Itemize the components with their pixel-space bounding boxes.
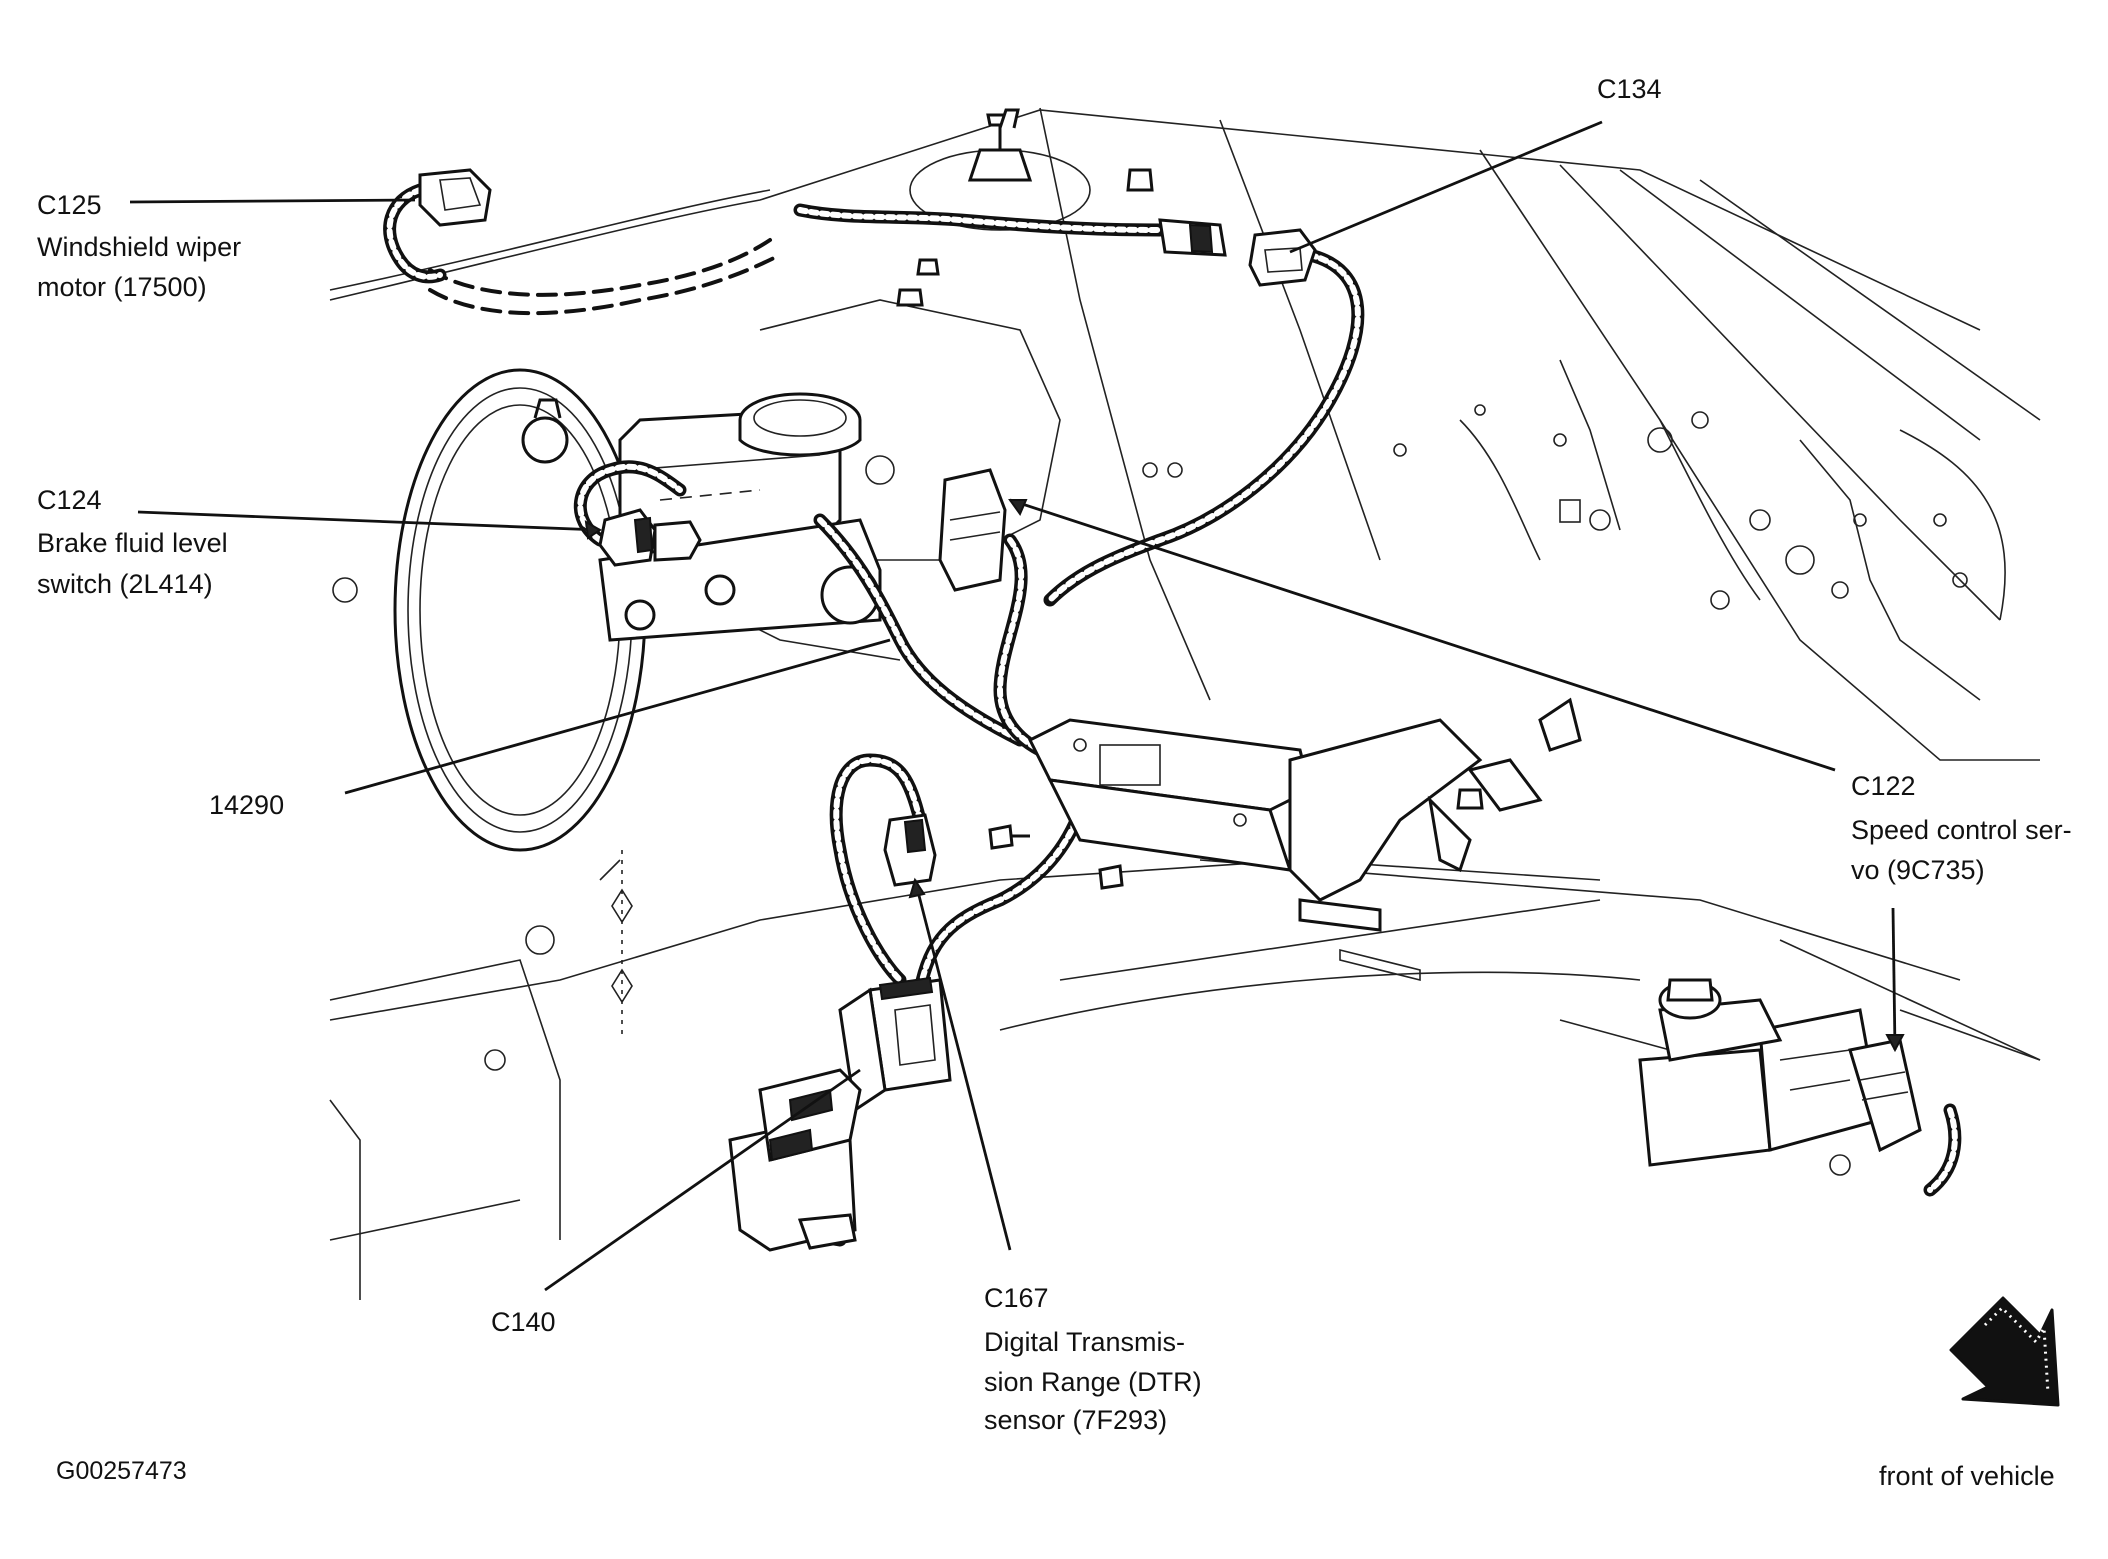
callout-c167-line1: Digital Transmis- xyxy=(984,1327,1186,1357)
callout-c122-code: C122 xyxy=(1851,771,1916,801)
connector-c134 xyxy=(1158,218,1317,287)
figure-id: G00257473 xyxy=(56,1457,187,1485)
callout-c124-code: C124 xyxy=(37,485,102,515)
callout-c167-line3: sensor (7F293) xyxy=(984,1405,1168,1435)
callout-leaders xyxy=(129,120,1905,1292)
callout-c122-line2: vo (9C735) xyxy=(1851,855,1985,885)
wiring-harness xyxy=(383,183,1962,1247)
callout-c140-code: C140 xyxy=(491,1307,556,1337)
relay-c140 xyxy=(728,1068,862,1252)
front-of-vehicle-label: front of vehicle xyxy=(1879,1461,2055,1491)
strut-tower xyxy=(896,108,1154,307)
connector-c122 xyxy=(938,468,1007,592)
callout-c167-code: C167 xyxy=(984,1283,1049,1313)
harness-trough xyxy=(988,697,1582,932)
connector-c124 xyxy=(598,508,702,567)
callout-14290-code: 14290 xyxy=(209,790,285,820)
callout-c125-line2: motor (17500) xyxy=(37,272,207,302)
callout-c125-line1: Windshield wiper xyxy=(37,232,242,262)
callout-c125-code: C125 xyxy=(37,190,102,220)
callout-c122-line1: Speed control ser- xyxy=(1851,815,2072,845)
callout-c124-line1: Brake fluid level xyxy=(37,528,228,558)
callout-c124-line2: switch (2L414) xyxy=(37,569,213,599)
connector-c125 xyxy=(418,168,492,227)
speed-control-servo-inset xyxy=(1638,978,2041,1176)
body-panels xyxy=(329,107,2041,1300)
callout-c167-line2: sion Range (DTR) xyxy=(984,1367,1202,1397)
callout-c134-code: C134 xyxy=(1597,74,1662,104)
connector-c167 xyxy=(883,813,937,887)
front-of-vehicle-arrow xyxy=(1949,1296,2060,1407)
